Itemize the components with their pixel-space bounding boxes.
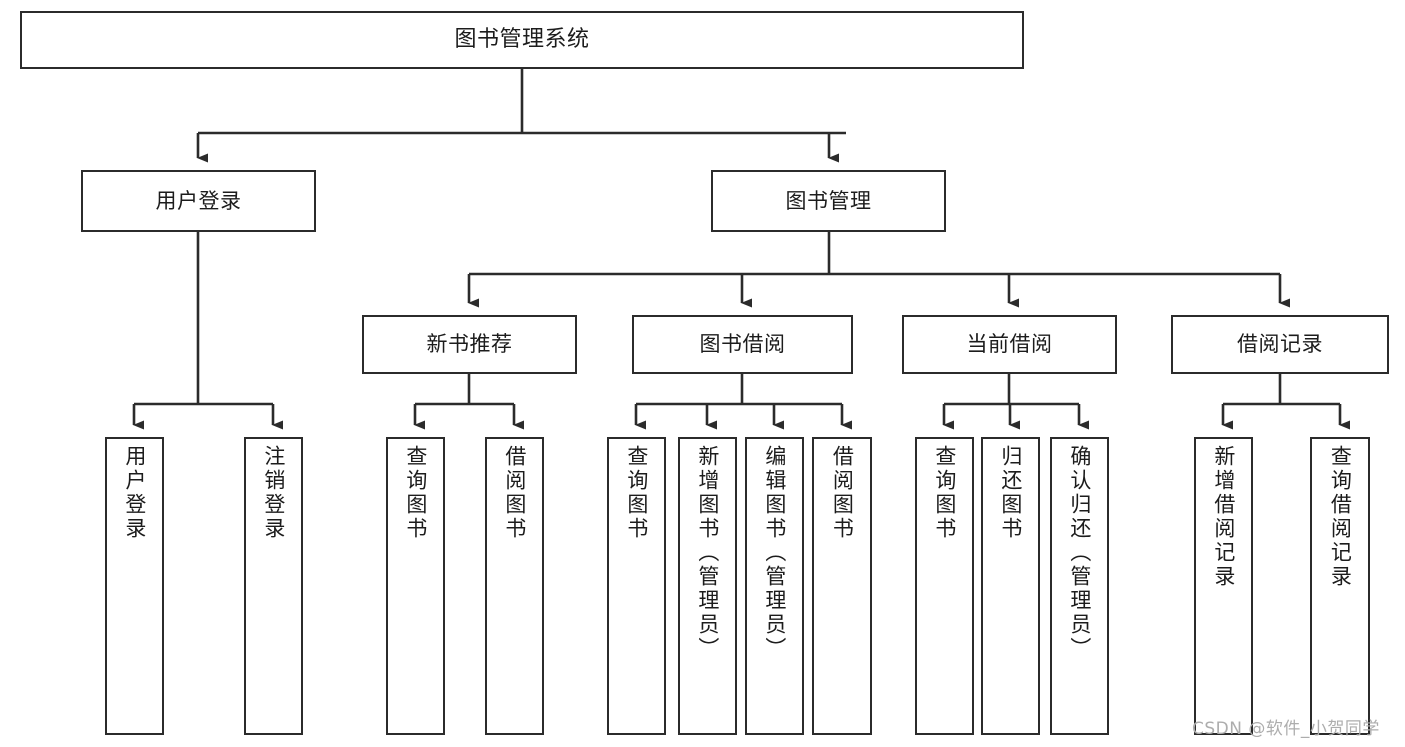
node-new-book-recommend[interactable]: 新书推荐	[362, 315, 577, 374]
leaf-borrow-book-recommend[interactable]: 借阅图书	[485, 437, 544, 735]
watermark-csdn: CSDN @软件_小贺同学	[1192, 719, 1380, 739]
node-label: 当前借阅	[966, 332, 1053, 357]
node-label: 查询图书	[932, 445, 957, 541]
node-label: 借阅图书	[830, 445, 855, 541]
node-label: 图书借阅	[699, 332, 786, 357]
leaf-query-book-borrow[interactable]: 查询图书	[607, 437, 666, 735]
node-book-borrow[interactable]: 图书借阅	[632, 315, 853, 374]
leaf-borrow-book[interactable]: 借阅图书	[812, 437, 872, 735]
node-label: 借阅记录	[1237, 332, 1323, 357]
node-label: 图书管理	[785, 188, 872, 213]
node-book-manage[interactable]: 图书管理	[711, 170, 946, 232]
node-label: 用户登录	[155, 188, 242, 213]
node-user-login[interactable]: 用户登录	[81, 170, 316, 232]
node-label: 查询图书	[624, 445, 649, 541]
leaf-user-login[interactable]: 用户登录	[105, 437, 164, 735]
leaf-add-book-admin[interactable]: 新增图书（管理员）	[678, 437, 737, 735]
node-label: 图书管理系统	[454, 27, 590, 53]
leaf-query-book-current[interactable]: 查询图书	[915, 437, 974, 735]
node-label: 借阅图书	[502, 445, 527, 541]
node-label: 归还图书	[998, 445, 1023, 541]
node-label: 注销登录	[261, 445, 286, 541]
leaf-edit-book-admin[interactable]: 编辑图书（管理员）	[745, 437, 804, 735]
node-label: 查询借阅记录	[1328, 445, 1353, 589]
node-borrow-record[interactable]: 借阅记录	[1171, 315, 1389, 374]
node-label: 查询图书	[403, 445, 428, 541]
node-label: 新书推荐	[426, 332, 513, 357]
node-label: 新增借阅记录	[1211, 445, 1236, 589]
node-current-borrow[interactable]: 当前借阅	[902, 315, 1117, 374]
node-label: 编辑图书（管理员）	[762, 445, 787, 661]
leaf-confirm-return-admin[interactable]: 确认归还（管理员）	[1050, 437, 1109, 735]
node-label: 确认归还（管理员）	[1067, 445, 1092, 661]
leaf-query-borrow-record[interactable]: 查询借阅记录	[1310, 437, 1370, 735]
leaf-query-book-recommend[interactable]: 查询图书	[386, 437, 445, 735]
node-label: 新增图书（管理员）	[695, 445, 720, 661]
node-label: 用户登录	[122, 445, 147, 541]
leaf-return-book[interactable]: 归还图书	[981, 437, 1040, 735]
leaf-add-borrow-record[interactable]: 新增借阅记录	[1194, 437, 1253, 735]
leaf-logout-login[interactable]: 注销登录	[244, 437, 303, 735]
node-root-book-management-system[interactable]: 图书管理系统	[20, 11, 1024, 69]
